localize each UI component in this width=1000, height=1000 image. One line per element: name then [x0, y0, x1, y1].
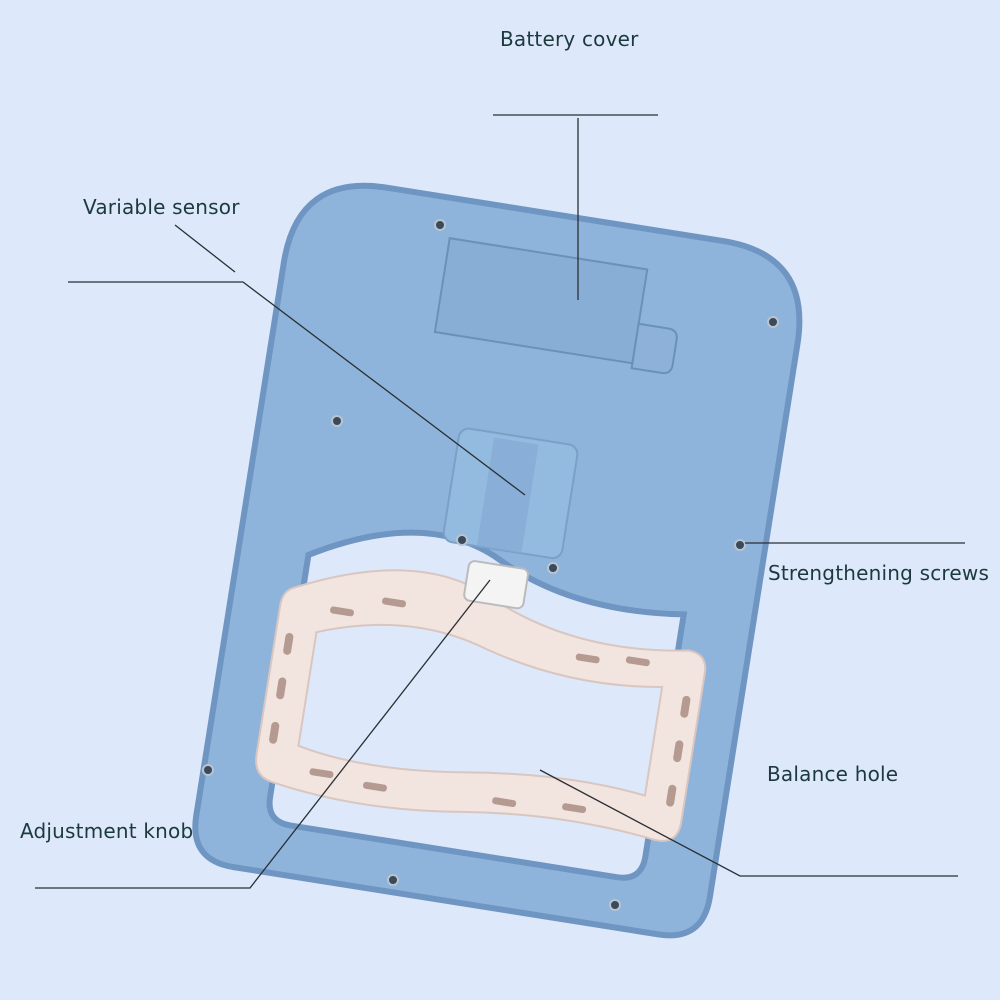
- balance-hole-label: Balance hole: [767, 762, 899, 786]
- adjustment-knob-label: Adjustment knob: [20, 819, 194, 843]
- leader-lines: [35, 114, 965, 889]
- balance-hole-leader: [539, 769, 958, 877]
- sensor-highlight: [476, 437, 539, 554]
- battery-cover-label: Battery cover: [500, 27, 639, 51]
- device: [192, 182, 803, 939]
- strengthening-screws-label: Strengthening screws: [768, 561, 990, 585]
- battery-cover: [433, 237, 649, 365]
- adjustment-knob: [463, 560, 529, 610]
- battery-cover-leader: [493, 114, 658, 300]
- device-body: [192, 182, 803, 939]
- strengthening-screws: [202, 219, 779, 911]
- adjustment-knob-leader: [35, 579, 491, 889]
- variable-sensor-label: Variable sensor: [83, 195, 240, 219]
- battery-latch: [630, 322, 678, 375]
- balance-holes: [269, 597, 691, 814]
- variable-sensor-leader: [68, 224, 526, 496]
